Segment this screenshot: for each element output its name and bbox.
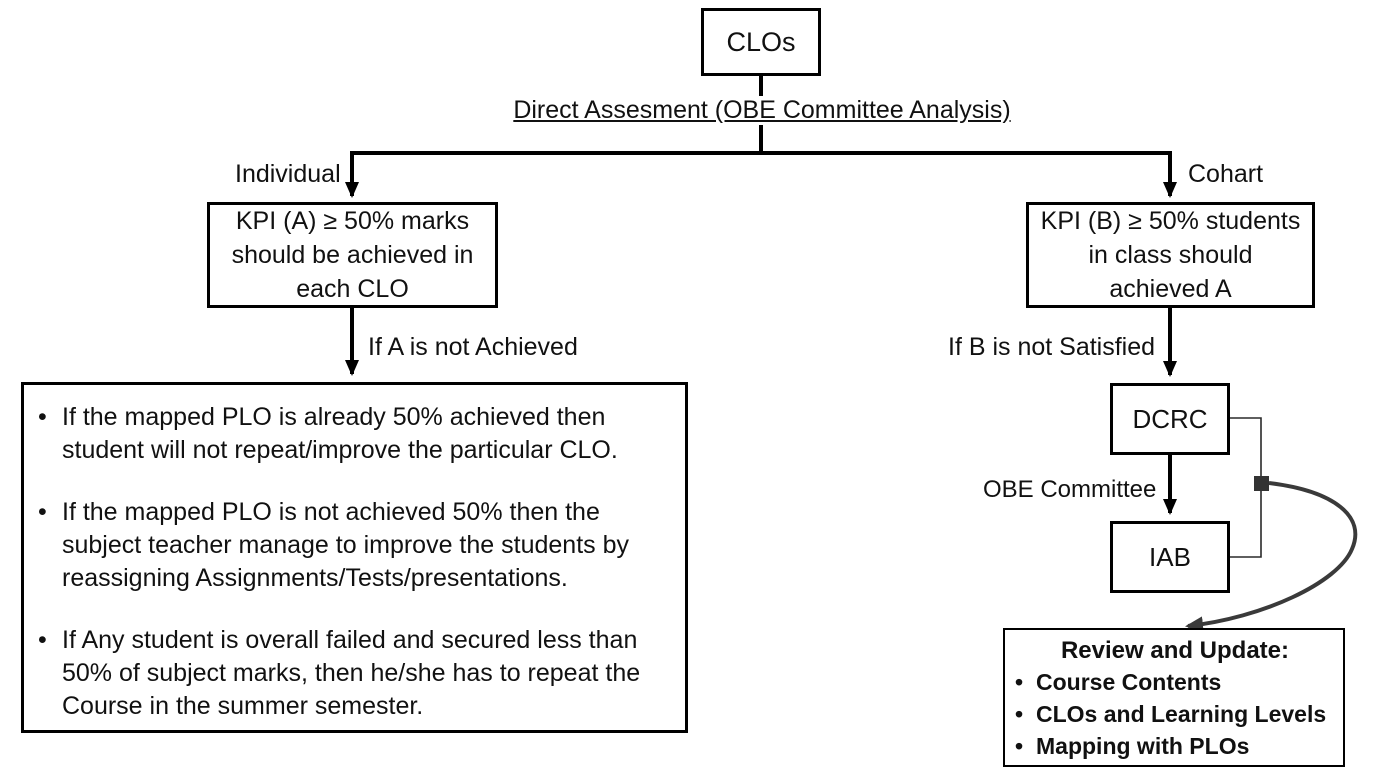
review-bullet-3-text: Mapping with PLOs — [1036, 733, 1250, 759]
iab-node-label: IAB — [1149, 541, 1191, 572]
review-update-heading: Review and Update: — [1060, 637, 1290, 664]
kpi-b-line-2: in class should — [1088, 241, 1253, 269]
bullet-icon — [1015, 730, 1036, 762]
kpi-a-line-2: should be achieved in — [231, 241, 474, 269]
branch-label-cohart: Cohart — [1188, 160, 1264, 188]
bullet-icon — [38, 624, 62, 723]
outcome-bullet-3-text: If Any student is overall failed and sec… — [62, 626, 641, 720]
bullet-icon — [1015, 698, 1036, 730]
outcome-bullet-2: If the mapped PLO is not achieved 50% th… — [38, 496, 675, 595]
review-bullet-2-text: CLOs and Learning Levels — [1036, 701, 1327, 727]
dcrc-node-label: DCRC — [1132, 403, 1208, 434]
branch-label-individual: Individual — [235, 160, 341, 188]
kpi-b-line-1: KPI (B) ≥ 50% students — [1040, 207, 1301, 235]
condition-label-b: If B is not Satisfied — [948, 333, 1156, 361]
bullet-icon — [38, 401, 62, 467]
outcome-bullet-2-text: If the mapped PLO is not achieved 50% th… — [62, 498, 629, 592]
kpi-b-node: KPI (B) ≥ 50% students in class should a… — [1026, 202, 1315, 308]
bullet-icon — [38, 496, 62, 595]
obe-committee-label: OBE Committee — [983, 476, 1157, 503]
kpi-b-line-3: achieved A — [1109, 275, 1232, 303]
condition-label-a: If A is not Achieved — [368, 333, 578, 361]
clos-node: CLOs — [701, 8, 821, 76]
review-update-box: Review and Update: Course Contents CLOs … — [1003, 628, 1345, 767]
outcome-rules-box: If the mapped PLO is already 50% achieve… — [21, 382, 688, 733]
kpi-a-node: KPI (A) ≥ 50% marks should be achieved i… — [207, 202, 498, 308]
clos-node-label: CLOs — [726, 26, 796, 57]
bullet-icon — [1015, 666, 1036, 698]
review-bullet-2: CLOs and Learning Levels — [1015, 698, 1335, 730]
junction-square — [1254, 476, 1269, 491]
review-bullet-3: Mapping with PLOs — [1015, 730, 1335, 762]
review-bullet-1-text: Course Contents — [1036, 669, 1222, 695]
outcome-bullet-3: If Any student is overall failed and sec… — [38, 624, 675, 723]
outcome-bullet-1-text: If the mapped PLO is already 50% achieve… — [62, 403, 618, 464]
kpi-a-line-1: KPI (A) ≥ 50% marks — [235, 207, 470, 235]
iab-node: IAB — [1110, 521, 1230, 593]
outcome-bullet-1: If the mapped PLO is already 50% achieve… — [38, 401, 675, 467]
kpi-a-line-3: each CLO — [296, 275, 409, 303]
review-bullet-1: Course Contents — [1015, 666, 1335, 698]
dcrc-node: DCRC — [1110, 383, 1230, 455]
arrow-feedback-to-review — [1185, 481, 1358, 633]
diagram-title: Direct Assesment (OBE Committee Analysis… — [497, 96, 1027, 125]
